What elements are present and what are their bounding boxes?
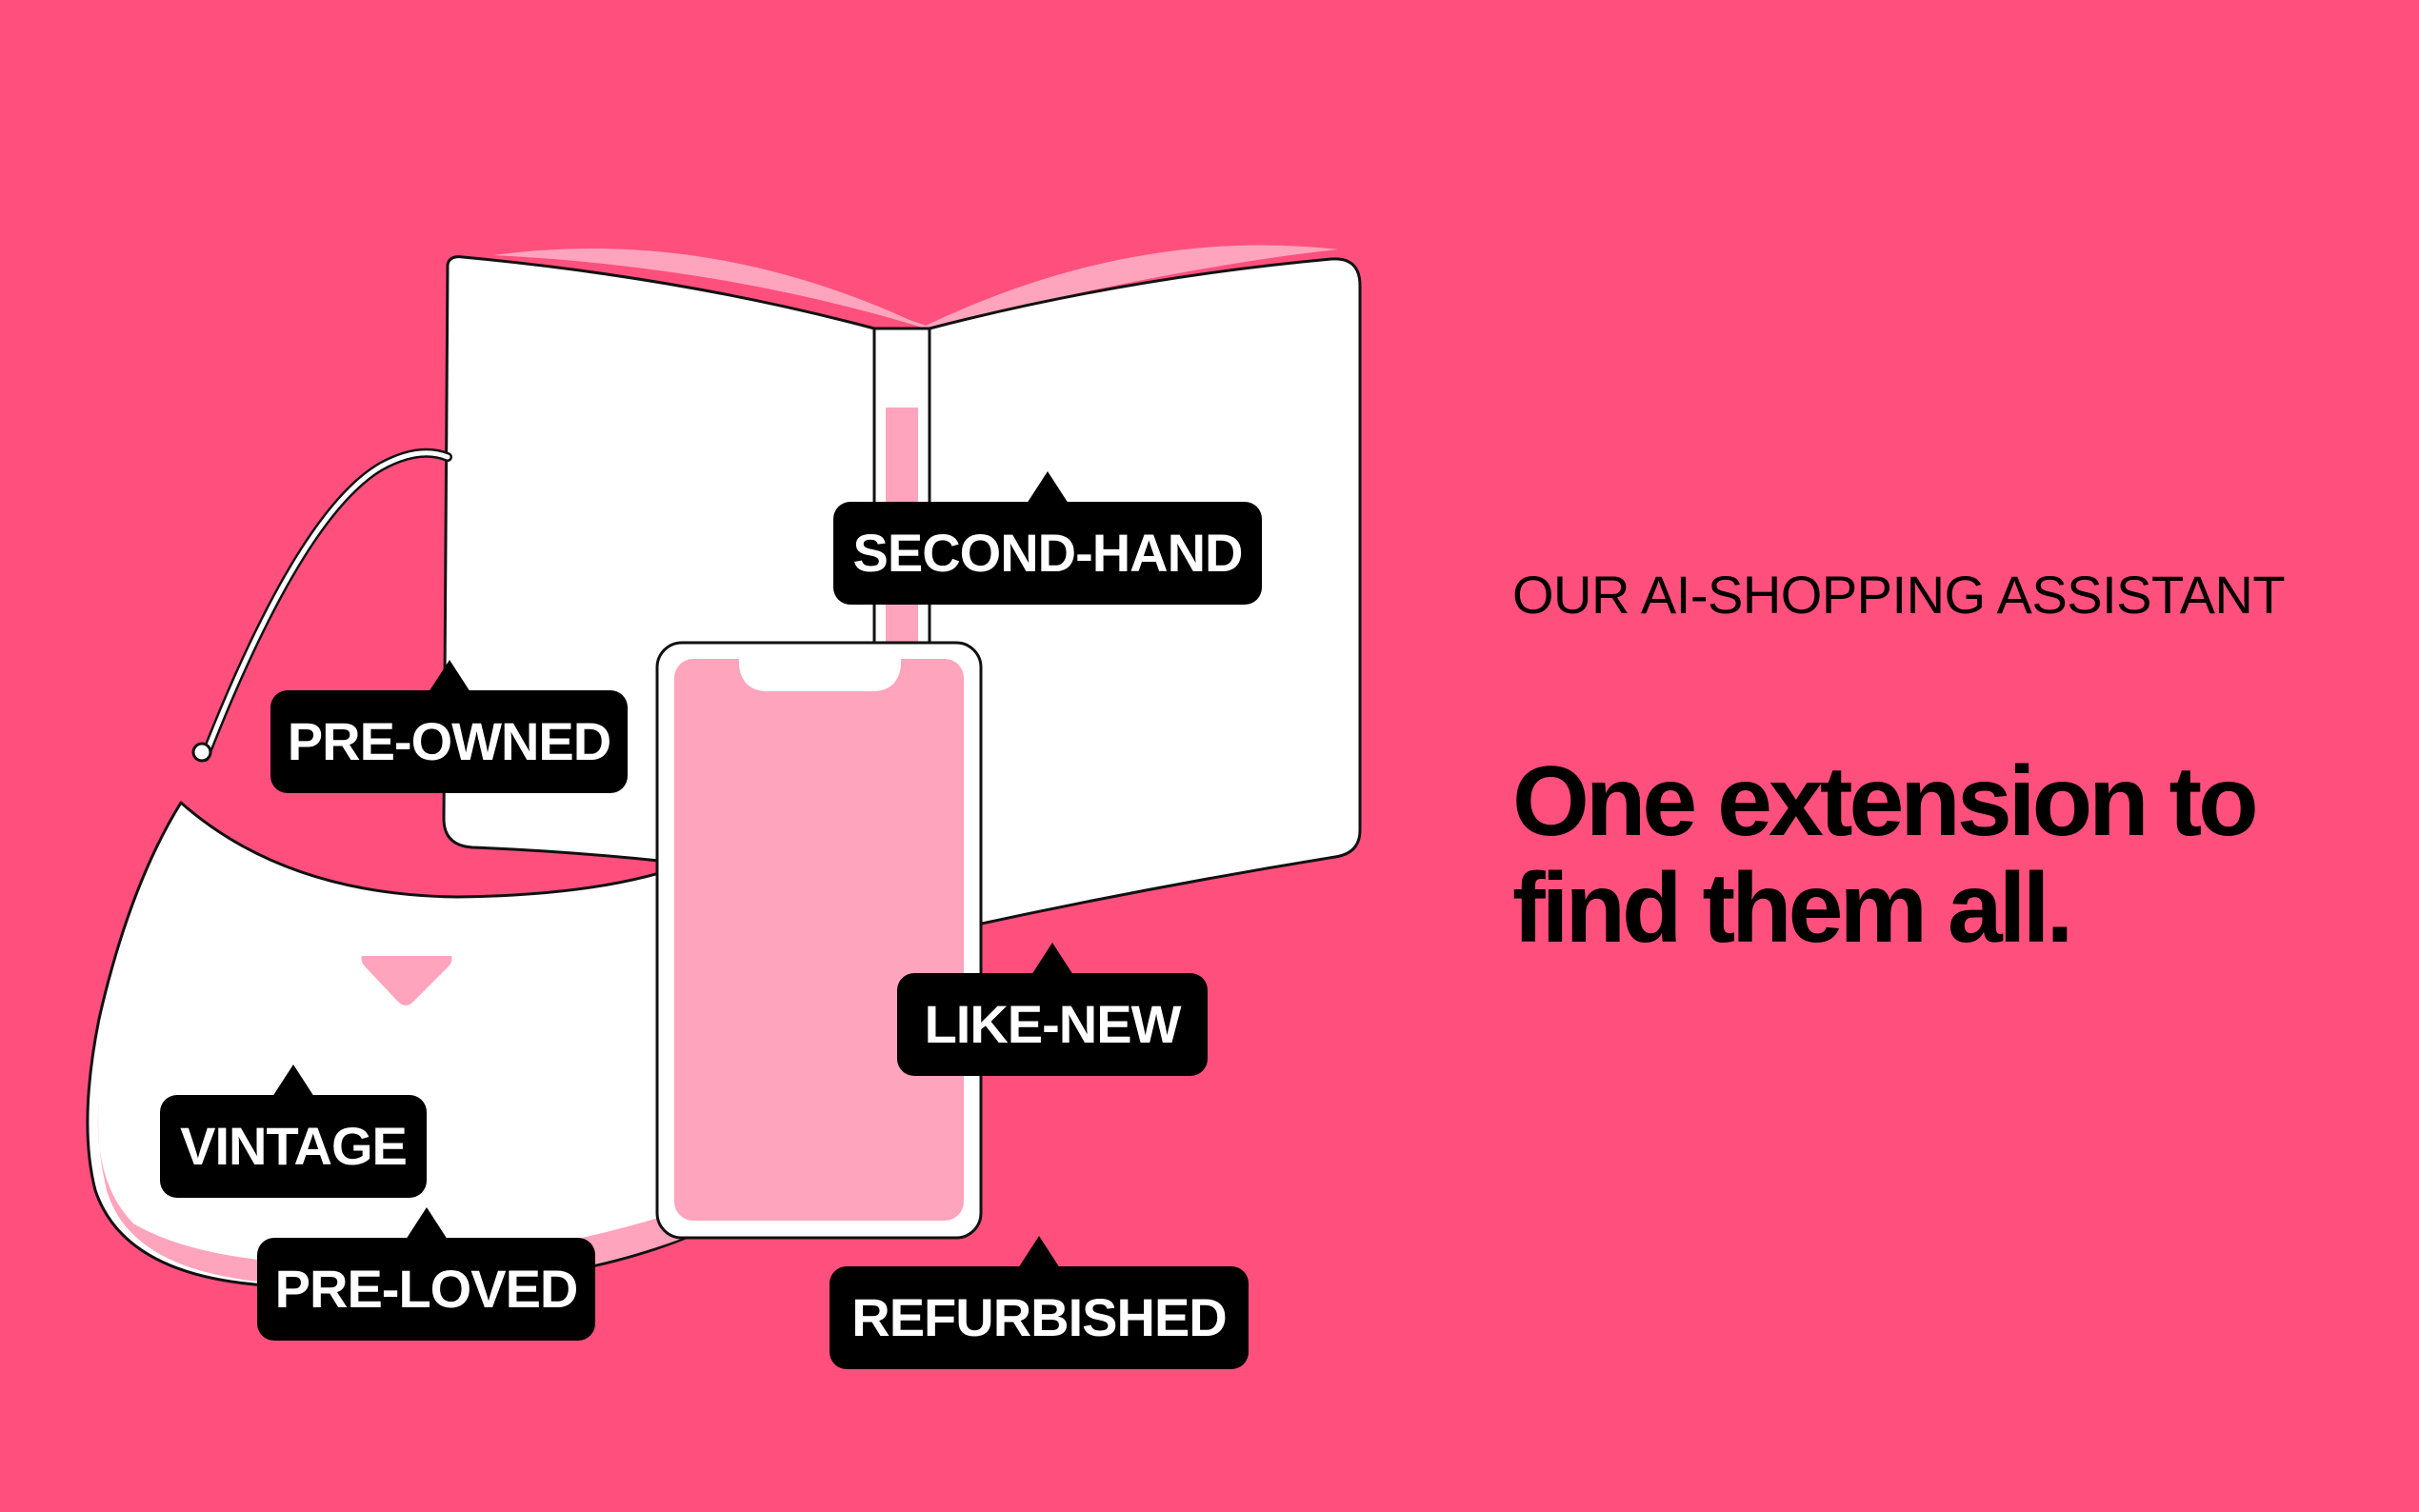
handbag-strap-ring: [191, 742, 212, 763]
tag-pre-owned-label: PRE-OWNED: [287, 711, 611, 771]
handbag-logo-triangle: [361, 956, 452, 1005]
hero-eyebrow: OUR AI-SHOPPING ASSISTANT: [1512, 565, 2286, 625]
tag-second-hand-label: SECOND-HAND: [852, 523, 1244, 583]
hero-headline-line2: find them all.: [1512, 853, 2073, 964]
tag-second-hand: SECOND-HAND: [833, 471, 1262, 605]
tag-vintage: VINTAGE: [160, 1064, 427, 1198]
hero-headline-line1: One extension to: [1512, 746, 2259, 857]
smartphone-icon: [655, 641, 983, 1240]
tag-pre-loved-label: PRE-LOVED: [274, 1259, 579, 1319]
tag-pre-loved: PRE-LOVED: [257, 1207, 595, 1341]
phone-screen: [674, 659, 964, 1221]
tag-refurbished: REFURBISHED: [830, 1236, 1249, 1369]
tag-vintage-label: VINTAGE: [180, 1116, 408, 1176]
phone-notch: [739, 655, 901, 691]
tag-pre-owned: PRE-OWNED: [270, 660, 628, 793]
handbag-strap-inner: [202, 450, 450, 760]
book-cover-back: [493, 245, 1338, 328]
tag-like-new-label: LIKE-NEW: [924, 994, 1182, 1054]
tag-refurbished-label: REFURBISHED: [851, 1287, 1227, 1347]
tag-like-new: LIKE-NEW: [897, 943, 1208, 1076]
hero-headline: One extension to find them all.: [1512, 748, 2369, 962]
